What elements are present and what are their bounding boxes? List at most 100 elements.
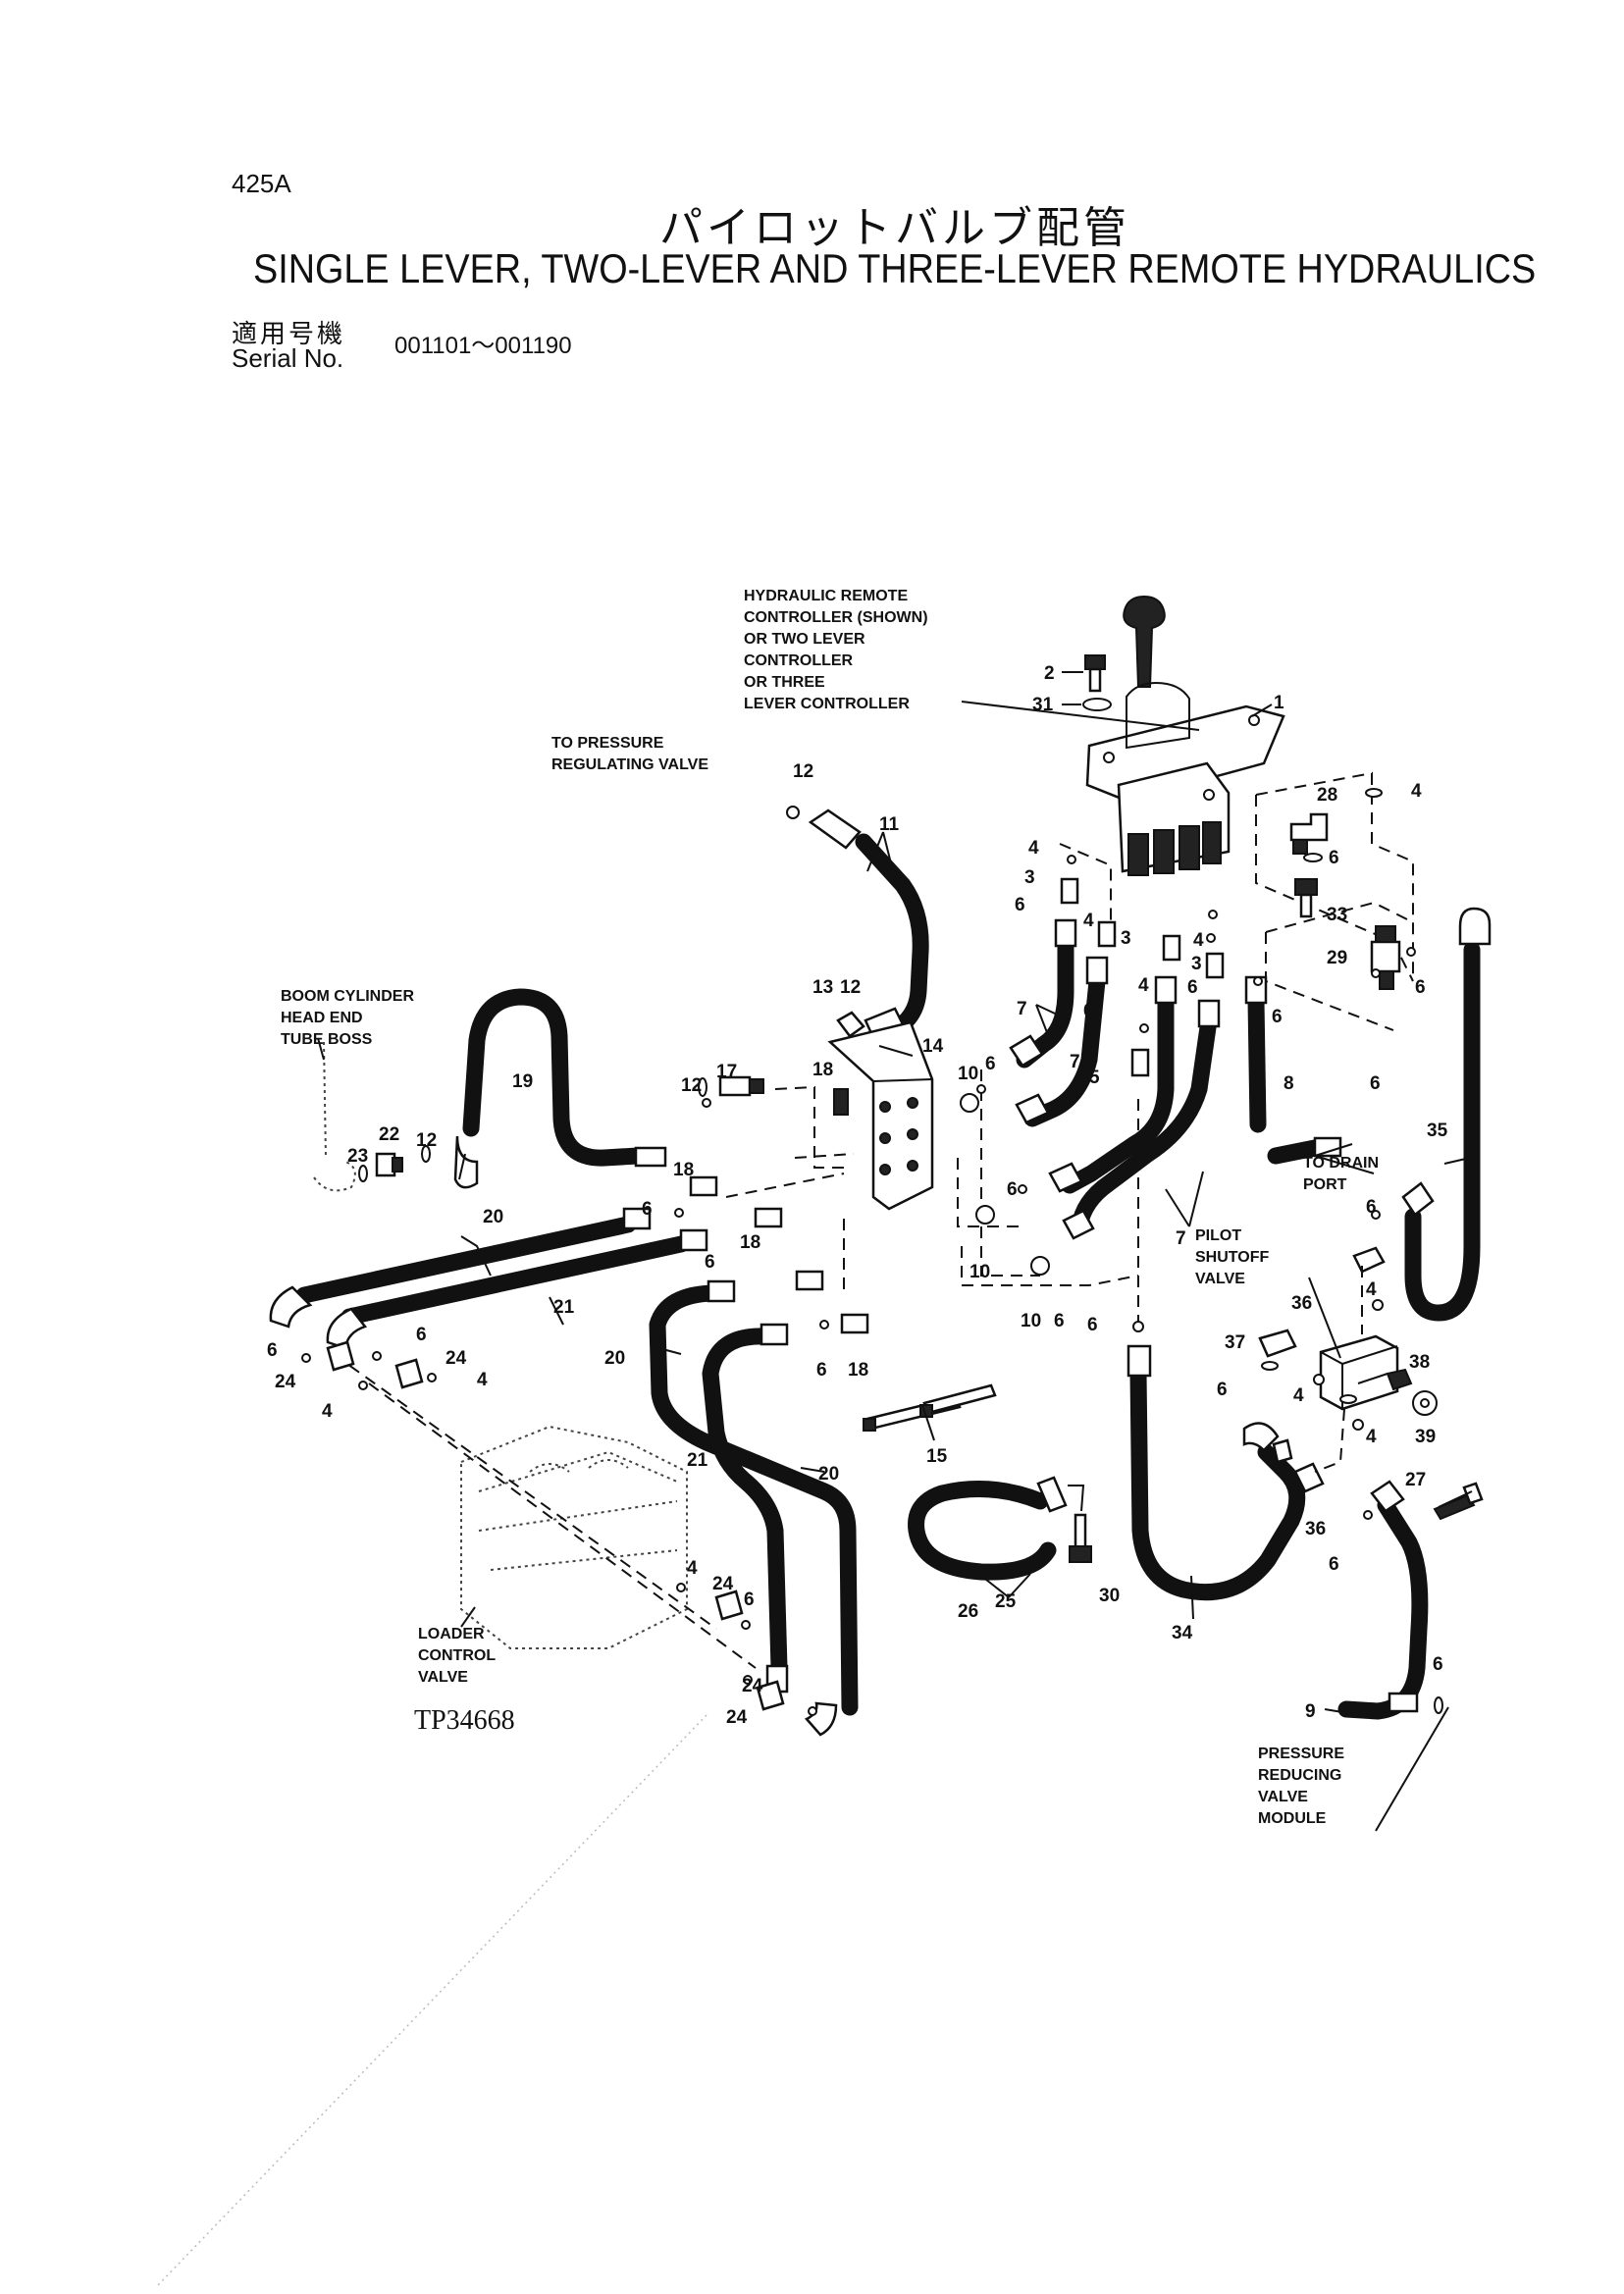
- o-ring-6-module: [1434, 1696, 1443, 1714]
- part-number: 39: [1415, 1427, 1436, 1447]
- hose-35-elbow: [1401, 1181, 1435, 1217]
- connector-25-drawing: [1036, 1476, 1068, 1513]
- part-number: 8: [1283, 1073, 1294, 1094]
- hose-7-a-drawing: [1016, 933, 1074, 1069]
- part-number: 23: [347, 1146, 368, 1167]
- part-number: 22: [379, 1124, 399, 1145]
- part-number: 6: [1415, 977, 1426, 998]
- leader-14: [878, 1045, 914, 1057]
- leader-15: [921, 1404, 935, 1441]
- hose-34-drawing: [1129, 1365, 1306, 1601]
- part-number: 4: [1366, 1279, 1377, 1300]
- part-number: 15: [926, 1446, 948, 1467]
- part-number: 30: [1099, 1586, 1120, 1606]
- part-number: 12: [416, 1130, 437, 1151]
- part-number: 4: [322, 1401, 333, 1422]
- fitting-7-b-top: [1085, 956, 1109, 985]
- o-rings-scatter: [301, 855, 1384, 1716]
- part-number: 10: [1021, 1311, 1041, 1331]
- pilot-shutoff-valve-drawing: [1319, 1334, 1413, 1411]
- fitting-7-a-bottom: [1009, 1034, 1044, 1068]
- serial-label-english: Serial No.: [232, 343, 344, 373]
- callout-pressure-reducing-line-4: MODULE: [1258, 1810, 1327, 1827]
- leader-pilot-shutoff: [1308, 1277, 1341, 1359]
- callout-pressure-reducing: PRESSURE REDUCING VALVE MODULE: [1258, 1746, 1344, 1827]
- leader-22: [458, 1153, 466, 1180]
- part-number: 19: [512, 1071, 533, 1092]
- part-number: 18: [848, 1360, 868, 1381]
- fittings-18-group: [689, 1175, 869, 1334]
- part-number: 17: [716, 1062, 737, 1082]
- hose-34-top-fitting: [1126, 1344, 1152, 1378]
- hose-21-upper-drawing: [341, 1235, 690, 1326]
- fitting-27-drawing: [1433, 1482, 1484, 1521]
- leader-drain: [1314, 1143, 1375, 1174]
- straps-15-drawing: [863, 1383, 997, 1432]
- hose-35-end-fitting: [1458, 907, 1492, 946]
- dashed-guide-bracket-1: [774, 1085, 844, 1169]
- part-number: 6: [1366, 1197, 1377, 1218]
- o-ring-4-right: [1365, 788, 1383, 798]
- knob-39-center: [1420, 1398, 1430, 1408]
- fitting-7-a-top: [1054, 918, 1077, 948]
- part-number: 28: [1317, 785, 1337, 806]
- callout-controller-line-5: OR THREE: [744, 674, 825, 691]
- part-number: 6: [744, 1590, 755, 1610]
- part-number: 24: [742, 1676, 763, 1696]
- part-number: 36: [1291, 1293, 1312, 1314]
- part-number: 34: [1172, 1623, 1193, 1643]
- title-english: SINGLE LEVER, TWO-LEVER AND THREE-LEVER …: [253, 245, 1537, 291]
- part-number: 4: [1366, 1427, 1377, 1447]
- leader-34: [1190, 1575, 1194, 1620]
- part-number: 7: [1176, 1228, 1186, 1249]
- elbow-28-drawing: [1289, 812, 1329, 855]
- hose-34-end-fitting: [1242, 1422, 1280, 1452]
- leader-27: [1438, 1490, 1473, 1508]
- hose-21-lower-top-fitting: [760, 1323, 789, 1346]
- callout-pilot-shutoff: PILOT SHUTOFF VALVE: [1195, 1227, 1269, 1287]
- leader-20-lower: [651, 1345, 682, 1355]
- part-number: 27: [1405, 1470, 1426, 1490]
- leader-boom: [317, 1037, 325, 1061]
- hose-20-right-fitting: [622, 1207, 652, 1230]
- bracket-14-drawing: [827, 1020, 934, 1211]
- part-number: 31: [1032, 695, 1054, 715]
- hose-20-upper-drawing: [295, 1216, 637, 1304]
- part-number: 21: [553, 1297, 575, 1318]
- dashed-guide-valve-2: [1314, 1408, 1345, 1473]
- part-number: 6: [1054, 1311, 1065, 1331]
- part-number: 20: [818, 1464, 839, 1485]
- adapters-3-group: [1060, 877, 1225, 979]
- part-number: 6: [1217, 1380, 1228, 1400]
- callout-loader-control-line-3: VALVE: [418, 1669, 468, 1686]
- fitting-8-end: [1313, 1136, 1342, 1158]
- fitting-17-drawing: [718, 1075, 764, 1097]
- callout-pilot-shutoff-line-2: SHUTOFF: [1195, 1249, 1269, 1266]
- hose-9-bottom-fitting: [1388, 1692, 1419, 1713]
- hose-20-lower-top-fitting: [707, 1279, 736, 1303]
- hose-19-left-fitting: [453, 1135, 479, 1189]
- dashed-guide-loader-2: [333, 1353, 717, 1630]
- leader-7-a: [1035, 1004, 1071, 1041]
- part-number: 6: [642, 1199, 653, 1220]
- part-number: 12: [793, 761, 813, 782]
- title-japanese: パイロットバルブ配管: [659, 203, 1130, 253]
- hose-20-left-elbow: [269, 1285, 313, 1329]
- part-number: 4: [1293, 1385, 1304, 1406]
- part-number: 7: [1017, 999, 1027, 1019]
- o-ring-23: [358, 1165, 368, 1182]
- part-number: 4: [1138, 975, 1149, 996]
- part-number: 4: [1193, 930, 1204, 951]
- part-number: 2: [1044, 663, 1055, 684]
- callout-controller-line-1: HYDRAULIC REMOTE: [744, 588, 908, 604]
- fitting-22-drawing: [375, 1152, 403, 1177]
- fitting-33-drawing: [1294, 878, 1318, 918]
- loader-control-valve-drawing: [460, 1425, 688, 1649]
- o-ring-6-valve: [1261, 1361, 1279, 1371]
- part-number: 25: [995, 1591, 1017, 1612]
- part-number: 35: [1427, 1121, 1448, 1141]
- hose-11-top-fitting: [808, 808, 862, 850]
- hose-35-drawing: [1404, 941, 1481, 1322]
- hose-19-drawing: [462, 988, 647, 1167]
- part-numbers: 1 2 31 4 28 6 33 29 6 4 3 6 4 3 4 3 6 4 …: [267, 663, 1448, 1728]
